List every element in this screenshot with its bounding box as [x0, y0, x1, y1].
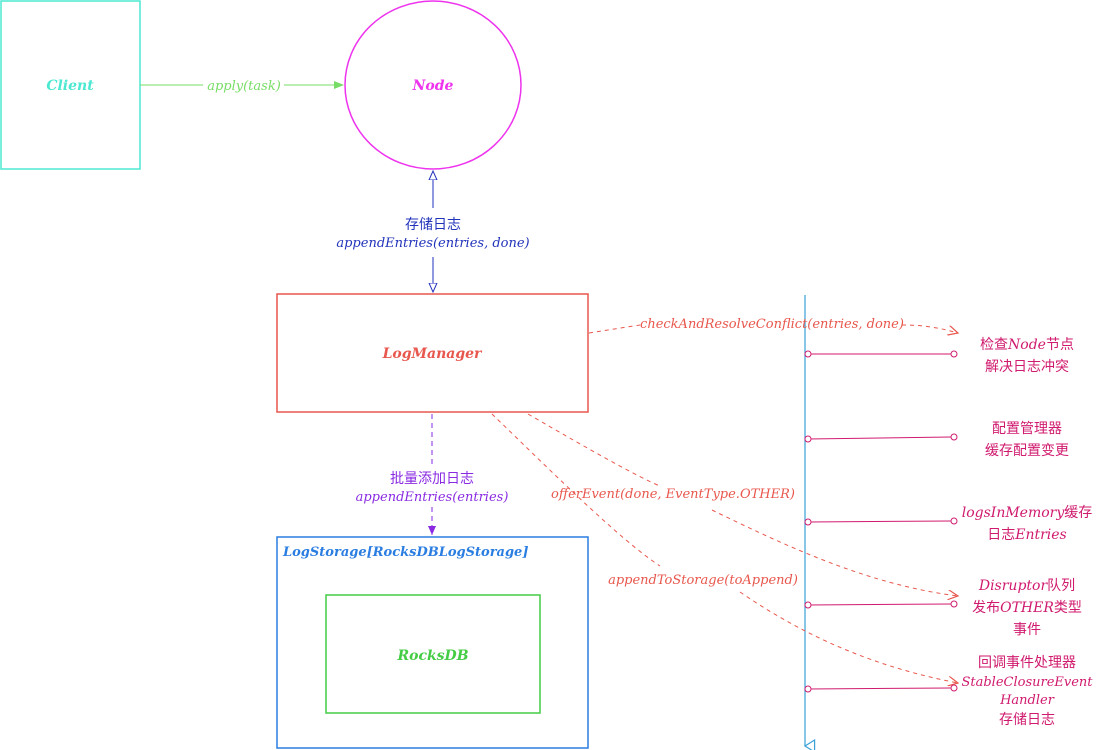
- step-2-line-2: 缓存配置变更: [985, 443, 1069, 459]
- append-to-storage-call: appendToStorage(toAppend): [608, 573, 798, 588]
- apply-label: apply(task): [207, 79, 281, 94]
- check-conflict-call: checkAndResolveConflict(entries, done): [640, 317, 904, 332]
- step-connector-2: [804, 433, 958, 443]
- step-1-line-2: 解决日志冲突: [985, 359, 1069, 375]
- step-4-line-1: Disruptor队列: [978, 578, 1075, 594]
- step-5-line-1: 回调事件处理器: [978, 655, 1076, 671]
- batch-call: appendEntries(entries): [356, 490, 509, 505]
- node-label: Node: [412, 78, 454, 94]
- offer-event-arrow: [527, 413, 958, 596]
- logmanager-label: LogManager: [382, 346, 483, 362]
- step-connector-3: [804, 517, 958, 526]
- step-connector-4: [804, 600, 958, 609]
- append-title: 存储日志: [405, 217, 461, 233]
- logstorage-label: LogStorage[RocksDBLogStorage]: [282, 545, 528, 560]
- step-5-line-3: Handler: [999, 693, 1055, 708]
- check-conflict-arrow: [588, 325, 958, 333]
- step-4-line-3: 事件: [1013, 622, 1041, 638]
- append-call: appendEntries(entries, done): [336, 236, 529, 251]
- step-connector-5: [804, 684, 958, 693]
- step-connector-1: [804, 350, 958, 358]
- step-5-line-2: StableClosureEvent: [961, 675, 1093, 690]
- step-3-line-2: 日志Entries: [987, 527, 1067, 543]
- append-to-storage-arrow: [491, 413, 958, 683]
- rocksdb-box: [325, 594, 541, 714]
- node-circle: [344, 0, 522, 170]
- batch-title: 批量添加日志: [390, 471, 474, 487]
- step-3-line-1: logsInMemory缓存: [962, 505, 1093, 521]
- rocksdb-label: RocksDB: [396, 648, 468, 664]
- client-label: Client: [46, 78, 94, 94]
- logstorage-box: [276, 536, 589, 749]
- step-4-line-2: 发布OTHER类型: [972, 600, 1082, 616]
- offer-event-call: offerEvent(done, EventType.OTHER): [551, 487, 795, 502]
- logmanager-box: [276, 293, 589, 413]
- step-5-line-4: 存储日志: [999, 712, 1055, 728]
- step-1-line-1: 检查Node节点: [980, 337, 1074, 353]
- step-2-line-1: 配置管理器: [992, 421, 1062, 437]
